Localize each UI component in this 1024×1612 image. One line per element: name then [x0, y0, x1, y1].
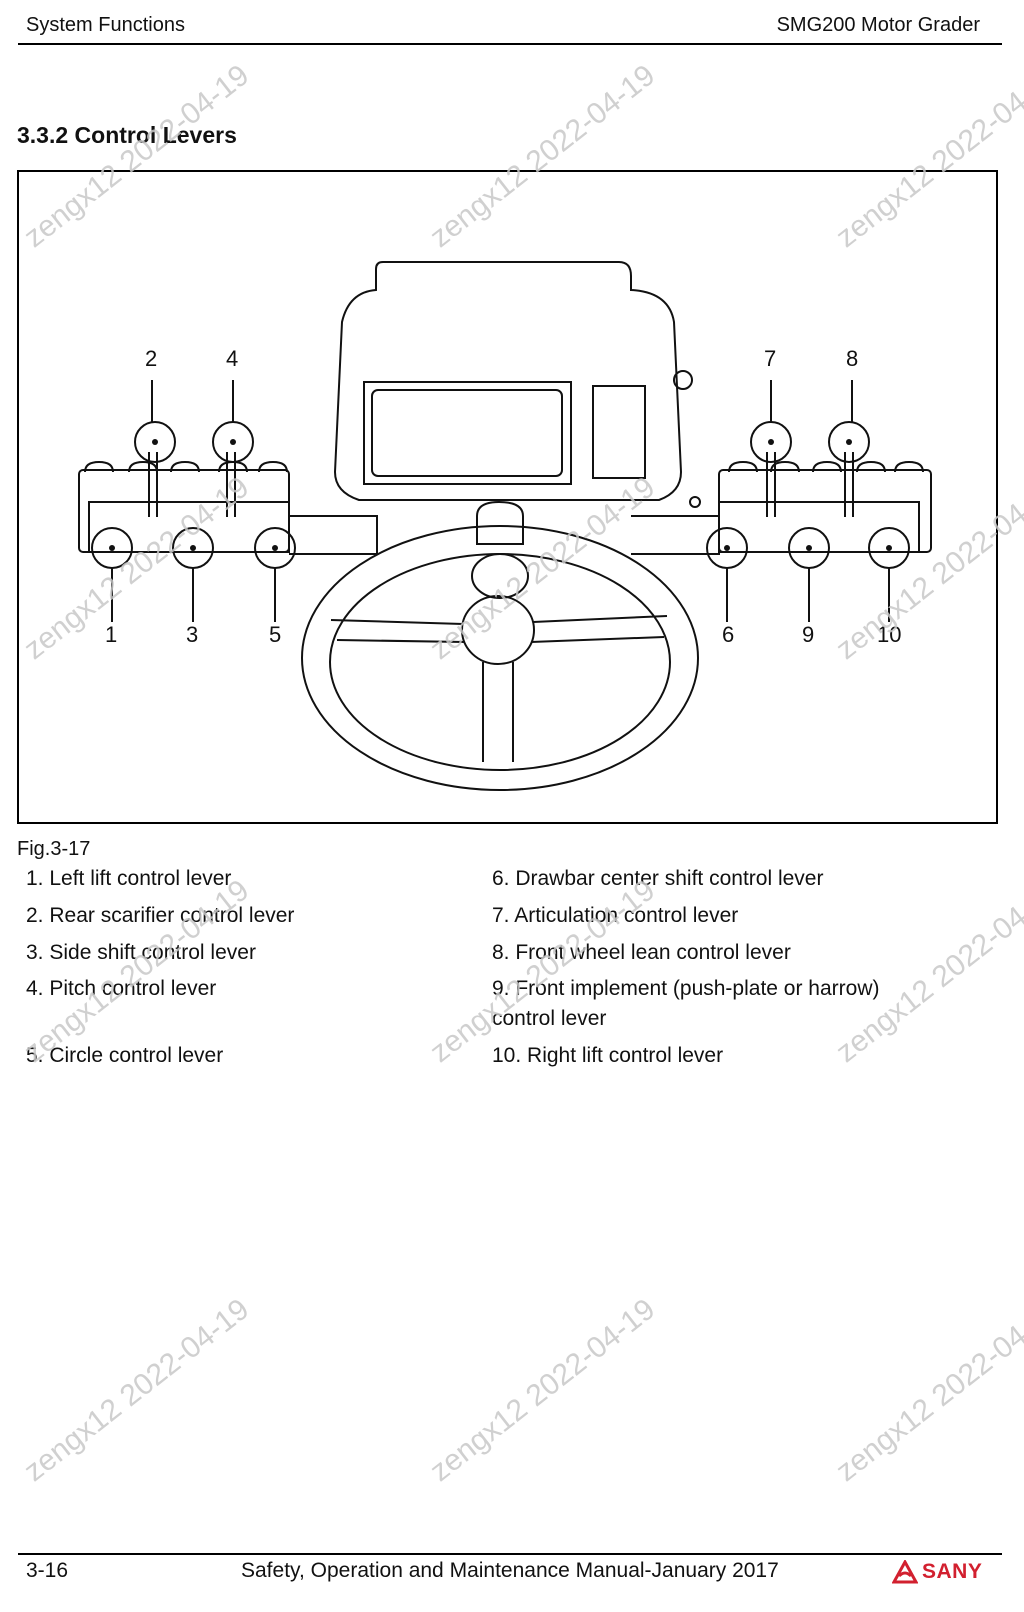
- steering-wheel-outer: [301, 525, 699, 791]
- steering-hub-top: [471, 553, 529, 599]
- callout-4: 4: [226, 346, 238, 371]
- figure-caption: Fig.3-17: [17, 838, 91, 860]
- callout-7: 7: [764, 346, 776, 371]
- lever-knob-8: [828, 421, 870, 463]
- instrument-side-panel: [592, 385, 646, 479]
- legend-item-4: 4. Pitch control lever: [26, 977, 217, 1000]
- legend-item-9: 9. Front implement (push-plate or harrow…: [492, 977, 880, 1030]
- callout-10: 10: [877, 622, 901, 647]
- legend-item-7: 7. Articulation control lever: [492, 904, 739, 927]
- legend-item-10: 10. Right lift control lever: [492, 1044, 724, 1067]
- right-lever-bank: [689, 452, 932, 553]
- console-knob: [673, 370, 693, 390]
- header-divider: [18, 43, 1002, 45]
- control-levers-illustration: 2 4 7 8 1 3 5 6 9 10: [78, 261, 932, 791]
- callout-8: 8: [846, 346, 858, 371]
- legend-item-6: 6. Drawbar center shift control lever: [492, 867, 824, 890]
- header-section-title: System Functions: [26, 14, 185, 36]
- instrument-display-screen: [371, 389, 563, 477]
- brand-name: SANY: [922, 1560, 983, 1583]
- steering-wheel-spokes: [330, 615, 668, 762]
- legend-item-5: 5. Circle control lever: [26, 1044, 224, 1067]
- callout-6: 6: [722, 622, 734, 647]
- legend-item-2: 2. Rear scarifier control lever: [26, 904, 295, 927]
- callout-2: 2: [145, 346, 157, 371]
- lever-crossbar-right: [631, 515, 720, 555]
- lever-crossbar-left: [289, 515, 378, 555]
- legend-item-3: 3. Side shift control lever: [26, 941, 256, 964]
- callout-leaders: [111, 380, 890, 622]
- lever-knob-2: [134, 421, 176, 463]
- header-product-name: SMG200 Motor Grader: [776, 14, 980, 36]
- sany-logo: SANY: [892, 1560, 982, 1584]
- callout-1: 1: [105, 622, 117, 647]
- watermark: zengx12 2022-04-19: [18, 1292, 256, 1489]
- sany-triangle-icon: [892, 1560, 918, 1584]
- section-heading: 3.3.2 Control Levers: [17, 122, 237, 148]
- manual-title: Safety, Operation and Maintenance Manual…: [241, 1559, 779, 1582]
- steering-wheel-hub: [461, 595, 535, 665]
- left-lever-bank: [78, 452, 290, 553]
- watermark: zengx12 2022-04-19: [424, 1292, 662, 1489]
- instrument-console-outline: [333, 261, 683, 501]
- legend-item-1: 1. Left lift control lever: [26, 867, 232, 890]
- callout-3: 3: [186, 622, 198, 647]
- page-number: 3-16: [26, 1559, 69, 1582]
- control-levers-figure: 2 4 7 8 1 3 5 6 9 10: [17, 170, 998, 824]
- watermark: zengx12 2022-04-19: [830, 1292, 1024, 1489]
- callout-9: 9: [802, 622, 814, 647]
- instrument-display-outer: [363, 381, 572, 485]
- legend-item-8: 8. Front wheel lean control lever: [492, 941, 791, 964]
- steering-wheel-inner: [329, 553, 671, 771]
- footer-divider: [18, 1553, 1002, 1555]
- callout-5: 5: [269, 622, 281, 647]
- steering-column: [476, 500, 524, 545]
